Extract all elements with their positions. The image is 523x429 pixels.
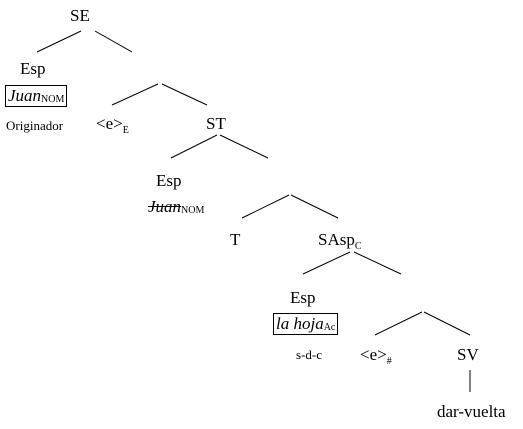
node-sv-label: SV [457, 345, 479, 364]
node-st-label: ST [206, 114, 226, 133]
node-empty-e: <e>E [96, 114, 129, 136]
node-juan-nom-boxed: JuanNOM [5, 85, 68, 107]
edge-st-right [219, 134, 269, 159]
edge-asp-node-e [374, 311, 423, 336]
node-juan-nom-struck: JuanNOM [148, 197, 205, 216]
node-sasp-subscript: C [354, 241, 362, 252]
node-se-label: SE [70, 6, 90, 25]
edge-e-node-st [161, 83, 208, 106]
la-hoja-word: la hoja [276, 314, 324, 333]
edge-e-node-left [111, 83, 159, 106]
node-esp-2-label: Esp [156, 171, 182, 190]
node-esp-3-label: Esp [290, 288, 316, 307]
node-esp-1-label: Esp [20, 59, 46, 78]
nom-case-subscript-2: NOM [181, 205, 205, 216]
edge-se-esp [36, 30, 82, 53]
node-esp-1: Esp [20, 60, 46, 77]
node-empty-e-hash: <e># [360, 345, 392, 367]
node-sasp-label: SAsp [318, 230, 355, 249]
node-dar-vuelta: dar-vuelta [437, 403, 506, 420]
node-s-d-c: s-d-c [296, 348, 322, 361]
node-se: SE [70, 7, 90, 24]
node-sv: SV [457, 346, 479, 363]
edge-se-right [94, 30, 133, 53]
edge-sasp-right [353, 251, 402, 275]
juan-struck-word: Juan [148, 197, 182, 216]
empty-e-hash-subscript: # [386, 356, 392, 367]
ac-case-subscript: Ac [323, 322, 336, 333]
node-t-label: T [230, 230, 241, 249]
node-la-hoja-ac-boxed: la hojaAc [273, 313, 339, 335]
node-sasp-c: SAspC [318, 230, 362, 252]
originador-label: Originador [6, 118, 64, 133]
juan-word: Juan [8, 86, 42, 105]
node-esp-3: Esp [290, 289, 316, 306]
edge-t-node-t [241, 194, 290, 219]
empty-e-label: <e> [96, 114, 123, 133]
edge-st-esp [170, 134, 218, 159]
node-st: ST [206, 115, 226, 132]
node-t: T [230, 231, 240, 248]
s-d-c-label: s-d-c [296, 347, 322, 362]
empty-e-hash-label: <e> [360, 345, 387, 364]
node-originador: Originador [6, 119, 63, 132]
dar-vuelta-label: dar-vuelta [437, 402, 506, 421]
edge-asp-node-sv [423, 311, 471, 336]
edge-sasp-esp [302, 251, 351, 275]
nom-case-subscript: NOM [41, 94, 65, 105]
node-esp-2: Esp [156, 172, 182, 189]
empty-e-subscript: E [122, 125, 129, 136]
edge-t-node-sasp [290, 194, 339, 219]
